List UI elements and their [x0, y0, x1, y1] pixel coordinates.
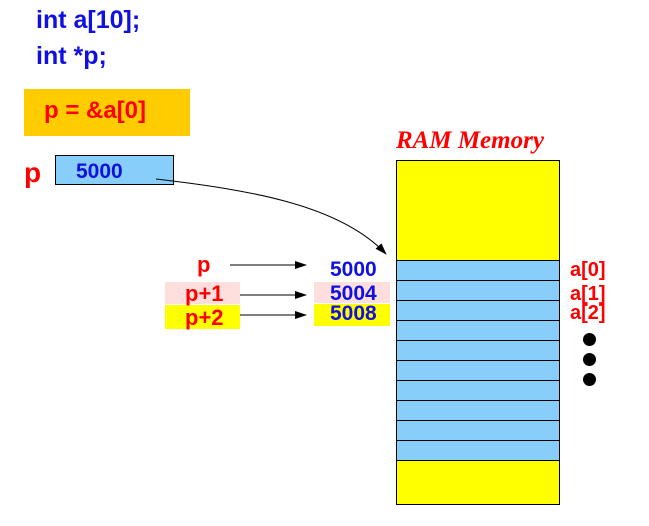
pointer-highlight-p2: [165, 305, 240, 329]
pointer-highlight-p1: [165, 282, 240, 304]
memory-top-region: [396, 160, 560, 261]
pointer-var-box: [55, 155, 174, 185]
pointer-var-label: p: [24, 157, 42, 188]
element-label-a1: a[1]: [570, 283, 606, 305]
element-label-a2: a[2]: [570, 302, 606, 324]
code-line-pointer-decl: int *p;: [36, 42, 107, 70]
pointer-label-p2: p+2: [185, 305, 224, 330]
ram-memory-title: RAM Memory: [396, 127, 544, 154]
pointer-label-p: p: [197, 252, 211, 277]
address-label-5004: 5004: [330, 282, 377, 305]
assignment-text: p = &a[0]: [44, 97, 147, 124]
pointer-arrow-p-to-5000: [155, 178, 387, 255]
element-label-a0: a[0]: [570, 259, 606, 281]
vertical-dots-icon: [583, 333, 596, 346]
code-line-array-decl: int a[10];: [36, 6, 141, 34]
pointer-label-p1: p+1: [185, 281, 224, 306]
memory-bottom-region: [396, 460, 560, 505]
vertical-dots-icon: [583, 353, 596, 366]
vertical-dots-icon: [583, 373, 596, 386]
address-label-5008: 5008: [330, 302, 377, 325]
pointer-var-value: 5000: [76, 160, 123, 183]
address-highlight-5004: [314, 282, 390, 303]
address-highlight-5008: [314, 304, 390, 326]
assignment-box: [24, 89, 190, 136]
address-label-5000: 5000: [330, 258, 377, 281]
